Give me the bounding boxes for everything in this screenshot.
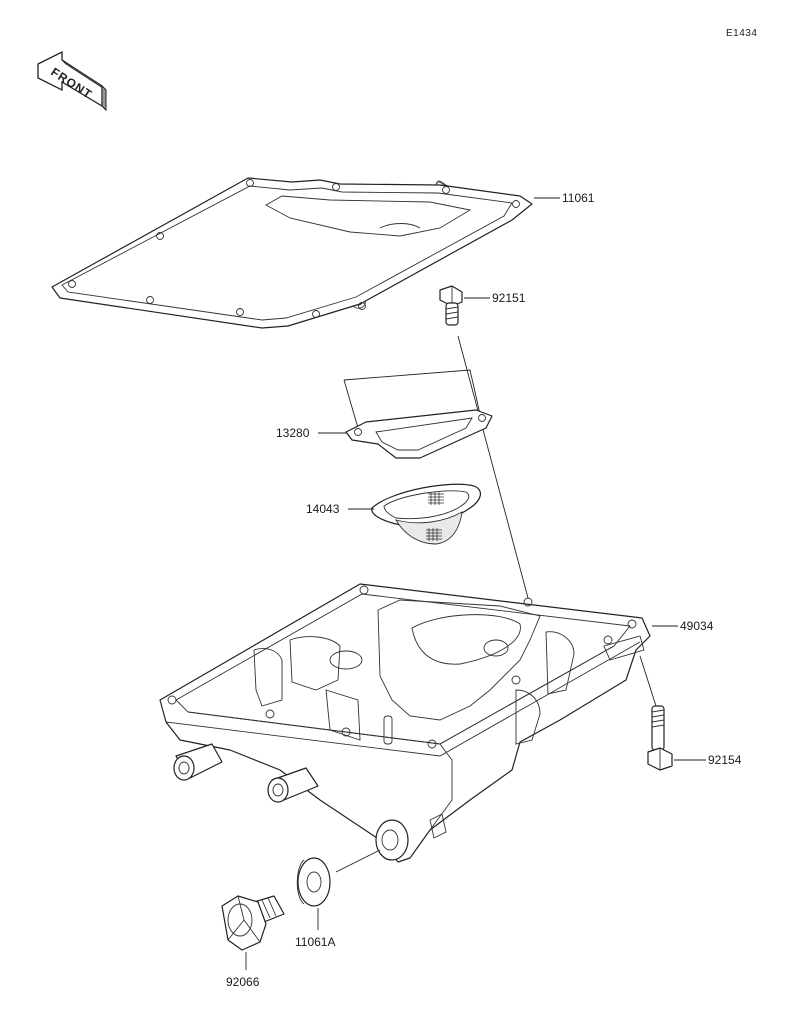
- drain-plug[interactable]: [221, 895, 285, 951]
- label-11061: 11061: [562, 191, 595, 205]
- oil-pan-gasket[interactable]: [51, 177, 533, 329]
- label-11061A: 11061A: [295, 935, 335, 949]
- diagram-code: E1434: [726, 28, 757, 39]
- drain-washer[interactable]: [296, 857, 331, 907]
- oil-strainer[interactable]: [371, 483, 481, 545]
- label-13280: 13280: [276, 426, 310, 440]
- oil-pan[interactable]: [159, 583, 651, 863]
- label-92154: 92154: [708, 753, 742, 767]
- label-92151: 92151: [492, 291, 526, 305]
- bolt-92151[interactable]: [439, 285, 463, 326]
- label-49034: 49034: [680, 619, 714, 633]
- front-arrow-icon: FRONT: [37, 50, 107, 112]
- label-92066: 92066: [226, 975, 260, 989]
- label-14043: 14043: [306, 502, 340, 516]
- strainer-gasket[interactable]: [345, 409, 493, 459]
- bolt-92154[interactable]: [647, 705, 673, 771]
